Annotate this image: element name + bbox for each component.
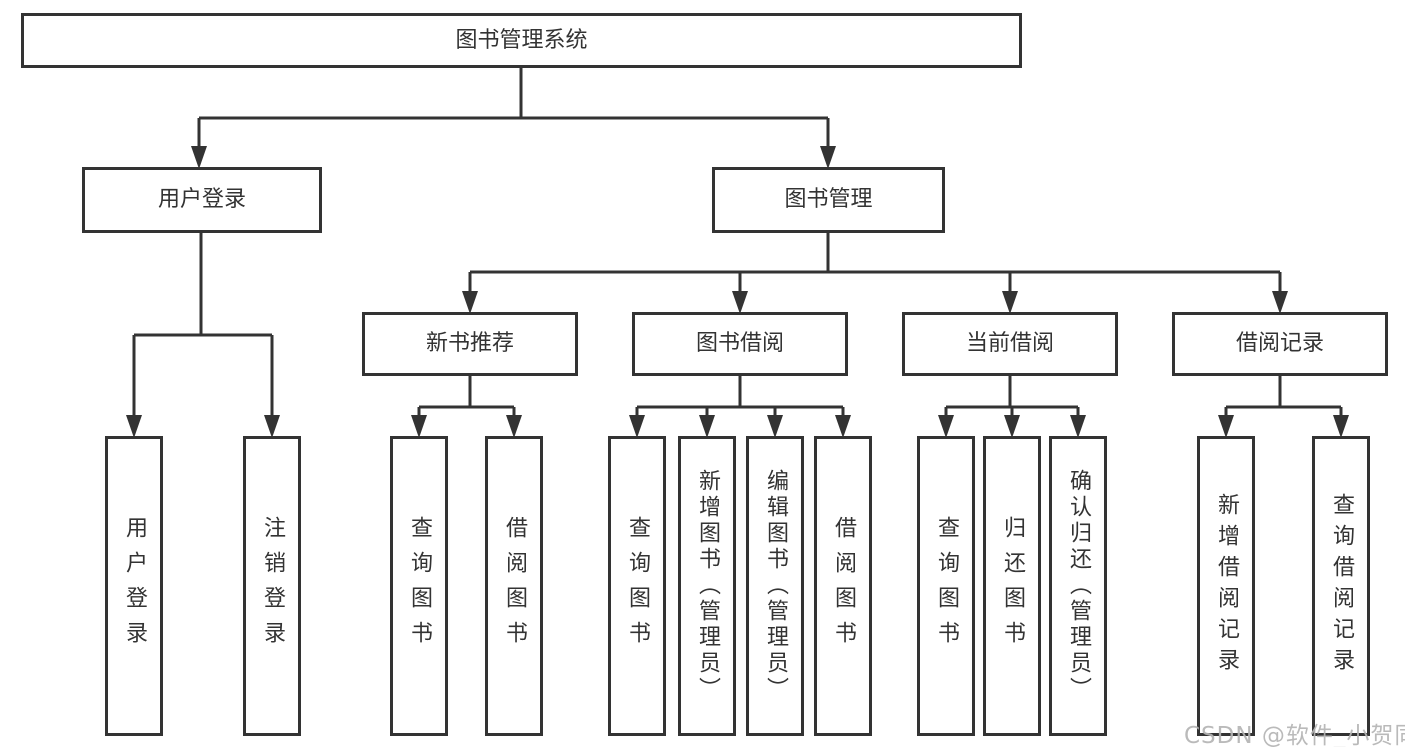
- csdn-watermark: CSDN @软件_小贺同学: [1184, 723, 1405, 747]
- leaf-borrow-books-1: 借阅图书: [485, 436, 543, 736]
- edge-borrow-records: [1224, 376, 1343, 416]
- arrow-icon: [732, 291, 748, 314]
- leaf-query-books-2-label: 查询图书: [625, 516, 650, 656]
- arrow-icon: [411, 415, 427, 438]
- arrow-icon: [1004, 415, 1020, 438]
- leaf-confirm-return-admin-label: 确认归还（管理员）: [1066, 469, 1091, 703]
- leaf-query-books-1: 查询图书: [390, 436, 448, 736]
- node-borrow-records: 借阅记录: [1172, 312, 1388, 376]
- edge-root: [197, 68, 830, 147]
- leaf-borrow-books-2-label: 借阅图书: [831, 516, 856, 656]
- arrow-icon: [767, 415, 783, 438]
- leaf-confirm-return-admin: 确认归还（管理员）: [1049, 436, 1107, 736]
- leaf-edit-book-admin-label: 编辑图书（管理员）: [763, 469, 788, 703]
- leaf-query-books-3-label: 查询图书: [934, 516, 959, 656]
- arrow-icon: [191, 146, 207, 169]
- node-root-label: 图书管理系统: [455, 27, 588, 53]
- node-new-book-recommend: 新书推荐: [362, 312, 578, 376]
- arrow-icon: [1333, 415, 1349, 438]
- arrow-icon: [1272, 291, 1288, 314]
- leaf-query-books-3: 查询图书: [917, 436, 975, 736]
- arrow-icon: [1218, 415, 1234, 438]
- arrow-icon: [835, 415, 851, 438]
- arrowheads: [126, 146, 1349, 438]
- node-new-book-recommend-label: 新书推荐: [425, 331, 514, 356]
- arrow-icon: [1002, 291, 1018, 314]
- arrow-icon: [1070, 415, 1086, 438]
- arrow-icon: [820, 146, 836, 169]
- leaf-user-login: 用户登录: [105, 436, 163, 736]
- arrow-icon: [506, 415, 522, 438]
- node-book-borrow: 图书借阅: [632, 312, 848, 376]
- leaf-query-books-2: 查询图书: [608, 436, 666, 736]
- leaf-logout: 注销登录: [243, 436, 301, 736]
- arrow-icon: [938, 415, 954, 438]
- leaf-borrow-books-2: 借阅图书: [814, 436, 872, 736]
- leaf-return-books-label: 归还图书: [1000, 516, 1025, 656]
- arrow-icon: [264, 415, 280, 438]
- edge-user-login: [132, 233, 274, 416]
- node-current-borrow: 当前借阅: [902, 312, 1118, 376]
- arrow-icon: [462, 291, 478, 314]
- node-current-borrow-label: 当前借阅: [965, 331, 1054, 356]
- node-root: 图书管理系统: [21, 13, 1022, 68]
- leaf-add-book-admin: 新增图书（管理员）: [678, 436, 736, 736]
- leaf-user-login-label: 用户登录: [122, 516, 147, 656]
- leaf-edit-book-admin: 编辑图书（管理员）: [746, 436, 804, 736]
- leaf-return-books: 归还图书: [983, 436, 1041, 736]
- leaf-query-books-1-label: 查询图书: [407, 516, 432, 656]
- arrow-icon: [126, 415, 142, 438]
- node-user-login: 用户登录: [82, 167, 322, 233]
- node-book-management-label: 图书管理: [784, 187, 873, 212]
- node-user-login-label: 用户登录: [157, 187, 246, 212]
- edge-new-book-recommend: [417, 376, 516, 416]
- leaf-add-borrow-record-label: 新增借阅记录: [1214, 493, 1239, 679]
- edge-book-management: [468, 233, 1282, 292]
- node-book-management: 图书管理: [712, 167, 945, 233]
- node-borrow-records-label: 借阅记录: [1235, 331, 1324, 356]
- leaf-query-borrow-record: 查询借阅记录: [1312, 436, 1370, 736]
- node-book-borrow-label: 图书借阅: [695, 331, 784, 356]
- edge-book-borrow: [635, 376, 845, 416]
- leaf-query-borrow-record-label: 查询借阅记录: [1329, 493, 1354, 679]
- leaf-add-book-admin-label: 新增图书（管理员）: [695, 469, 720, 703]
- leaf-borrow-books-1-label: 借阅图书: [502, 516, 527, 656]
- leaf-add-borrow-record: 新增借阅记录: [1197, 436, 1255, 736]
- arrow-icon: [629, 415, 645, 438]
- arrow-icon: [699, 415, 715, 438]
- leaf-logout-label: 注销登录: [260, 516, 285, 656]
- edge-current-borrow: [944, 376, 1080, 416]
